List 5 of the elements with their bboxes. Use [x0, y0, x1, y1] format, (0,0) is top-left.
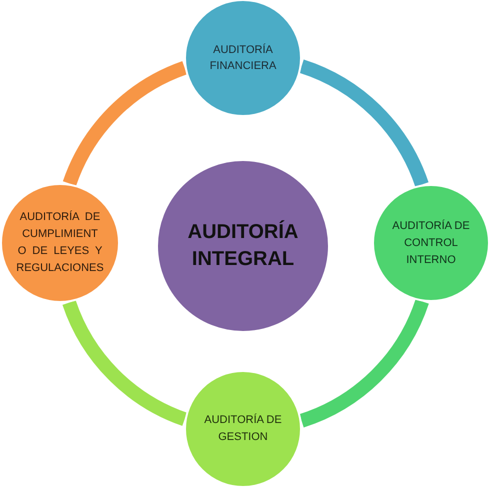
node-label: AUDITORÍA DE CONTROL INTERNO — [391, 218, 471, 268]
node-label: AUDITORÍA DE GESTION — [203, 412, 283, 445]
node-label: AUDITORÍA DE CUMPLIMIENT O DE LEYES Y REGULACIONES — [16, 210, 104, 276]
center-title: AUDITORÍA INTEGRAL — [186, 219, 300, 272]
node-label: AUDITORÍA FINANCIERA — [208, 42, 278, 74]
